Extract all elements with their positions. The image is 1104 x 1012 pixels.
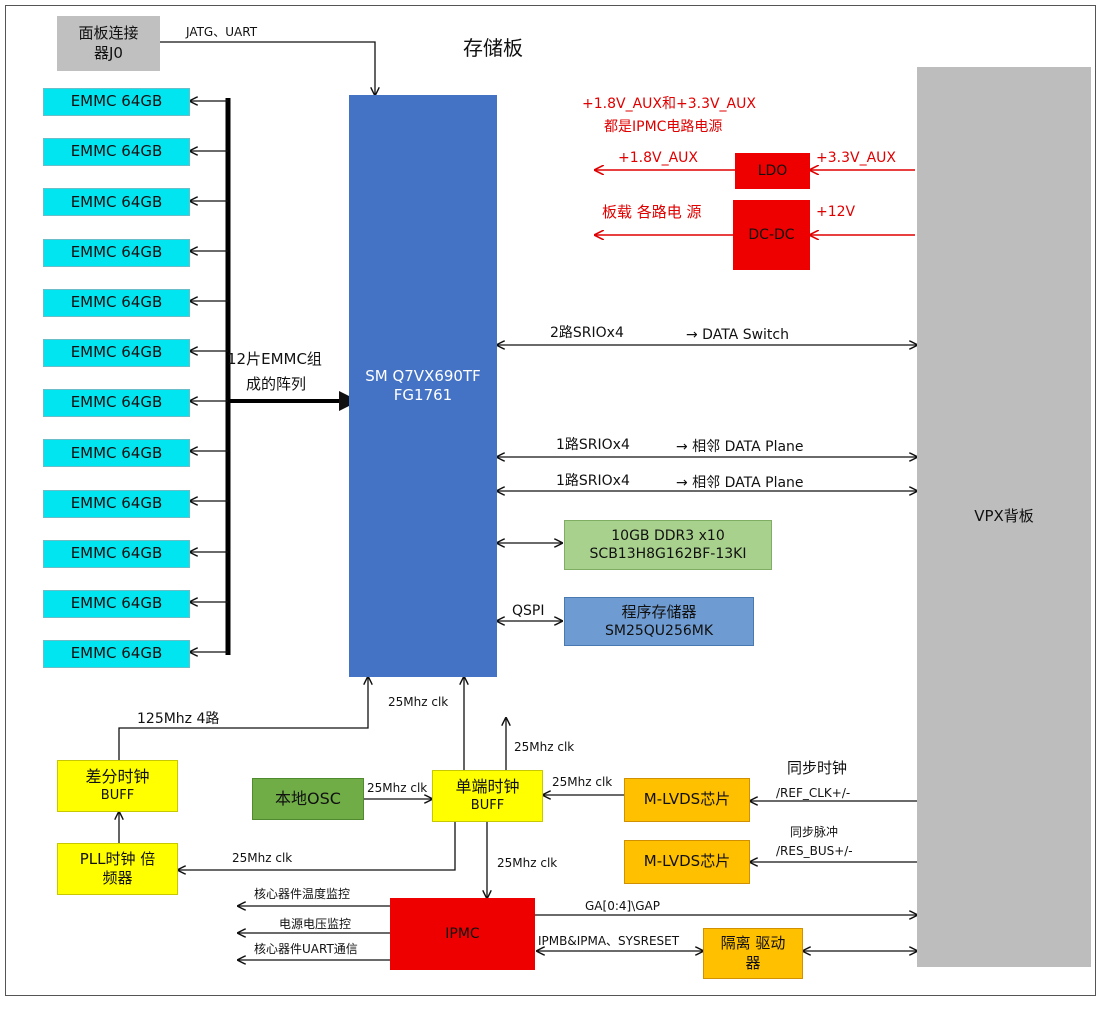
- v12-label: +12V: [816, 204, 856, 220]
- emmc-chip: EMMC 64GB: [43, 339, 190, 367]
- ipmb-sysreset-label: IPMB&IPMA、SYSRESET: [538, 934, 680, 948]
- ipmc-wires: [238, 906, 917, 960]
- diff-clock-buffer-block: 差分时钟 BUFF: [57, 760, 178, 812]
- flash-label-line1: 程序存储器: [621, 602, 697, 621]
- sync-clock-label-line2: /REF_CLK+/-: [776, 786, 851, 800]
- jtag-wire: [160, 41, 375, 95]
- ddr3-block: 10GB DDR3 x10 SCB13H8G162BF-13KI: [564, 520, 772, 570]
- emmc-chip: EMMC 64GB: [43, 489, 190, 518]
- ddr3-label-line2: SCB13H8G162BF-13KI: [589, 546, 747, 562]
- isolation-driver-block: 隔离 驱动 器: [703, 928, 803, 979]
- sync-clock-label-line1: 同步时钟: [787, 759, 848, 777]
- power-note-line2: 都是IPMC电路电源: [604, 119, 723, 135]
- emmc-chip: EMMC 64GB: [43, 188, 190, 217]
- emmc-array-label-line1: 12片EMMC组: [227, 350, 322, 368]
- ldo-block: LDO: [735, 153, 810, 189]
- srio-switch-label: 2路SRIOx4: [550, 325, 624, 341]
- program-flash-block: 程序存储器 SM25QU256MK: [564, 597, 754, 646]
- clk-osc-label: 25Mhz clk: [367, 781, 428, 795]
- board-power-label: 板载 各路电 源: [602, 203, 702, 221]
- emmc-array-label-line2: 成的阵列: [246, 375, 307, 393]
- fpga-label-line2: FG1761: [393, 386, 453, 404]
- mlvds-chip-2-block: M-LVDS芯片: [624, 840, 750, 884]
- se-buff-line2: BUFF: [470, 797, 505, 813]
- power-wires: [595, 170, 915, 235]
- power-note-line1: +1.8V_AUX和+3.3V_AUX: [582, 96, 756, 112]
- data-switch-label: → DATA Switch: [686, 327, 789, 343]
- diff-buff-line2: BUFF: [100, 787, 135, 803]
- emmc-chip: EMMC 64GB: [43, 88, 190, 116]
- vpx-backplane-block: VPX背板: [917, 67, 1091, 967]
- single-ended-buffer-block: 单端时钟 BUFF: [432, 770, 543, 822]
- diagram-frame: [5, 5, 1096, 996]
- data-plane1-label: → 相邻 DATA Plane: [676, 439, 804, 455]
- local-osc-block: 本地OSC: [252, 778, 364, 820]
- srio-plane2-label: 1路SRIOx4: [556, 473, 630, 489]
- emmc-chip: EMMC 64GB: [43, 389, 190, 418]
- jtag-uart-label: JATG、UART: [186, 25, 258, 39]
- emmc-chip: EMMC 64GB: [43, 539, 190, 568]
- clock-wires: [119, 677, 917, 898]
- uart-comm-label: 核心器件UART通信: [254, 942, 358, 956]
- panel-connector-block: 面板连接 器J0: [57, 16, 160, 71]
- aux33-label: +3.3V_AUX: [816, 150, 896, 166]
- sync-pulse-label-line1: 同步脉冲: [790, 825, 839, 839]
- pll-multiplier-block: PLL时钟 倍 频器: [57, 843, 178, 895]
- emmc-chip: EMMC 64GB: [43, 238, 190, 267]
- voltage-monitor-label: 电源电压监控: [279, 917, 352, 931]
- isolation-line1: 隔离 驱动: [720, 934, 786, 952]
- dcdc-block: DC-DC: [733, 200, 810, 270]
- ga-gap-label: GA[0:4]\GAP: [585, 899, 660, 913]
- se-buff-line1: 单端时钟: [455, 777, 520, 797]
- emmc-chip: EMMC 64GB: [43, 288, 190, 317]
- isolation-line2: 器: [745, 953, 761, 972]
- data-plane2-label: → 相邻 DATA Plane: [676, 475, 804, 491]
- clk-pll-label: 25Mhz clk: [232, 851, 293, 865]
- qspi-label: QSPI: [512, 603, 545, 619]
- clk-lvds-label: 25Mhz clk: [552, 775, 613, 789]
- clk-up-label: 25Mhz clk: [514, 740, 575, 754]
- clk-ipmc-label: 25Mhz clk: [497, 856, 558, 870]
- diff-buff-line1: 差分时钟: [85, 767, 150, 787]
- fpga-block: SM Q7VX690TF FG1761: [349, 95, 497, 677]
- ipmc-block: IPMC: [390, 898, 535, 970]
- temp-monitor-label: 核心器件温度监控: [254, 887, 351, 901]
- pll-line1: PLL时钟 倍: [79, 849, 156, 868]
- clk-125-label: 125Mhz 4路: [137, 711, 220, 727]
- emmc-chip: EMMC 64GB: [43, 439, 190, 468]
- aux18-label: +1.8V_AUX: [618, 150, 698, 166]
- ddr3-label-line1: 10GB DDR3 x10: [611, 527, 725, 544]
- srio-plane1-label: 1路SRIOx4: [556, 437, 630, 453]
- flash-label-line2: SM25QU256MK: [604, 623, 714, 640]
- emmc-chip: EMMC 64GB: [43, 590, 190, 618]
- clk-fpga-label: 25Mhz clk: [388, 695, 449, 709]
- page-title: 存储板: [463, 36, 523, 60]
- emmc-chip: EMMC 64GB: [43, 640, 190, 669]
- sync-pulse-label-line2: /RES_BUS+/-: [776, 844, 853, 858]
- pll-line2: 频器: [102, 869, 133, 887]
- emmc-chip: EMMC 64GB: [43, 138, 190, 167]
- srio-wires: [497, 345, 917, 621]
- emmc-branches: [190, 101, 228, 652]
- mlvds-chip-1-block: M-LVDS芯片: [624, 778, 750, 822]
- fpga-label-line1: SM Q7VX690TF: [365, 366, 481, 385]
